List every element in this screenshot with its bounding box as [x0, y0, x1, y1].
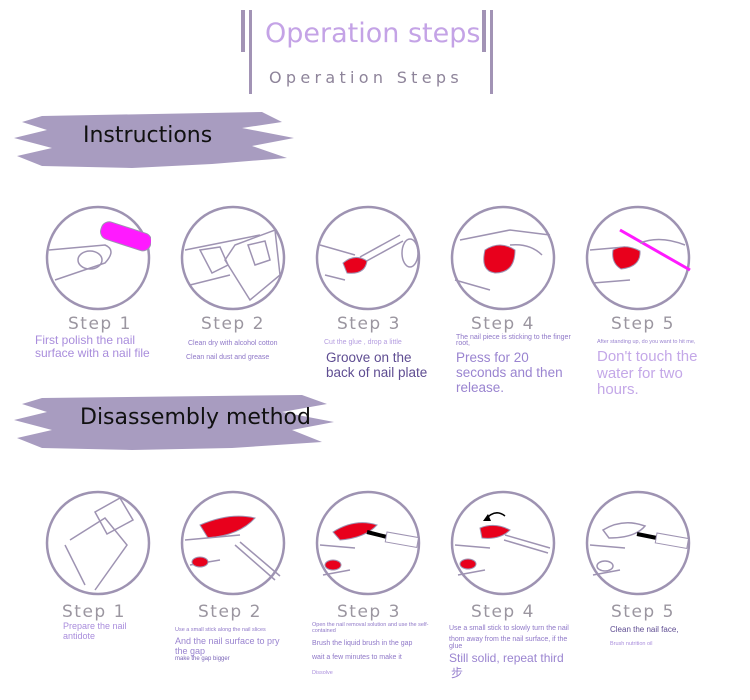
disassembly-step4-label: Step 4 [471, 602, 535, 622]
step5-done-illustration [585, 205, 691, 311]
instructions-step4-label: Step 4 [471, 314, 535, 334]
instructions-step3-line1: Cut the glue , drop a little [324, 339, 402, 346]
disassembly-step3-label: Step 3 [337, 602, 401, 622]
disassembly-step1-bottle-illustration [45, 490, 151, 596]
section-heading-disassembly: Disassembly method [80, 405, 311, 430]
disassembly-step5-label: Step 5 [611, 602, 675, 622]
disassembly-step2-line3: make the gap bigger [175, 656, 230, 662]
title-bar-right-short [482, 10, 486, 52]
title-bar-left-long [249, 10, 252, 94]
step2-clean-illustration [180, 205, 286, 311]
instructions-step2-line2: Clean nail dust and grease [186, 354, 270, 361]
title-bar-right-long [490, 10, 493, 94]
instructions-step5-line1: After standing up, do you want to hit me… [597, 339, 696, 345]
disassembly-step1-label: Step 1 [62, 602, 126, 622]
disassembly-step4-line2: thom away from the nail surface, if the … [449, 636, 568, 650]
disassembly-step2-label: Step 2 [198, 602, 262, 622]
instructions-step5-line2: Don't touch the water for two hours. [597, 348, 698, 398]
page-subtitle: Operation Steps [269, 68, 463, 87]
step1-polish-illustration [45, 205, 151, 311]
instructions-step4-line1: The nail piece is sticking to the finger… [456, 334, 571, 348]
brush-stroke-instructions [14, 112, 294, 168]
step3-glue-illustration [315, 205, 421, 311]
instructions-step3-line2: Groove on the back of nail plate [326, 350, 428, 380]
instructions-step2-line1: Clean dry with alcohol cotton [188, 340, 278, 347]
disassembly-step5-line1: Clean the nail face, [610, 625, 679, 634]
disassembly-step2-line2: And the nail surface to pry the gap [175, 636, 280, 656]
disassembly-step2-pry-illustration [180, 490, 286, 596]
disassembly-step5-clean-illustration [585, 490, 691, 596]
instructions-step4-line2: Press for 20 seconds and then release. [456, 350, 563, 395]
instructions-step1-text: First polish the nail surface with a nai… [35, 333, 150, 361]
disassembly-step4-line1: Use a small stick to slowly turn the nai… [449, 625, 569, 632]
instructions-step1-label: Step 1 [68, 314, 132, 334]
disassembly-step5-line2: Brush nutrition oil [610, 641, 653, 647]
brush-stroke-disassembly [14, 395, 334, 450]
disassembly-step3-brush-illustration [315, 490, 421, 596]
disassembly-step4-line4: 步 [451, 666, 464, 680]
disassembly-step3-line3: wait a few minutes to make it [312, 654, 402, 661]
disassembly-step4-lift-illustration [450, 490, 556, 596]
title-bar-left-short [241, 10, 245, 52]
section-heading-instructions: Instructions [83, 123, 213, 148]
step4-press-illustration [450, 205, 556, 311]
page-title: Operation steps [265, 18, 481, 49]
instructions-step3-label: Step 3 [337, 314, 401, 334]
instructions-step2-label: Step 2 [201, 314, 265, 334]
disassembly-step2-line1: Use a small stick along the nail slices [175, 627, 266, 633]
disassembly-step3-line4: Dissolve [312, 670, 333, 676]
instructions-step5-label: Step 5 [611, 314, 675, 334]
disassembly-step4-line3: Still solid, repeat third [449, 651, 564, 665]
disassembly-step1-text: Prepare the nail antidote [63, 621, 127, 641]
disassembly-step3-line1: Open the nail removal solution and use t… [312, 622, 429, 634]
disassembly-step3-line2: Brush the liquid brush in the gap [312, 640, 413, 647]
